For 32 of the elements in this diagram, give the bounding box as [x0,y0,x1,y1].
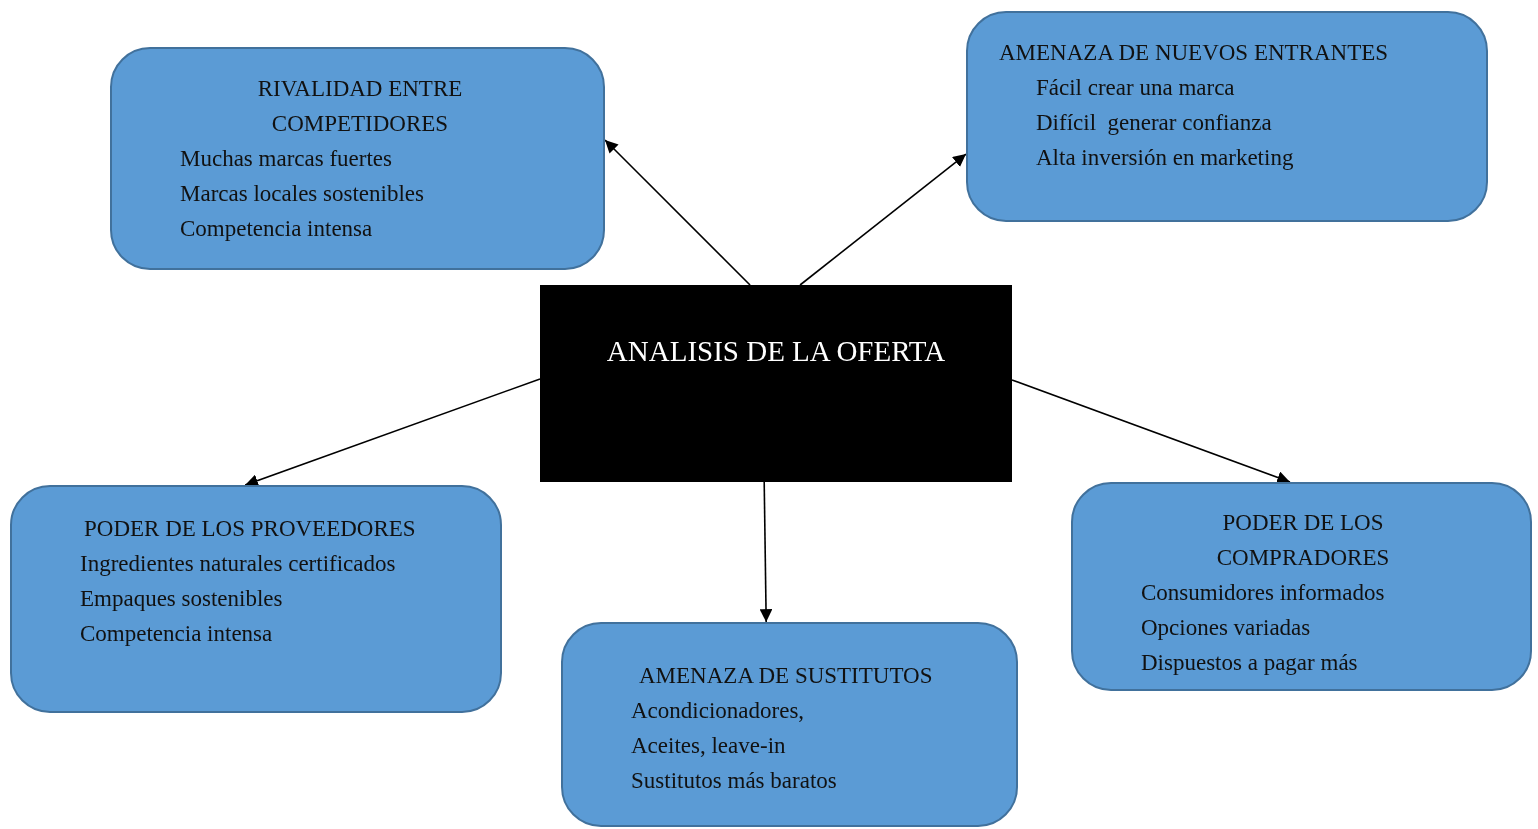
heading: AMENAZA DE SUSTITUTOS [639,662,934,690]
list-item: Consumidores informados [1141,579,1386,607]
rounded-box [1071,482,1532,691]
list-item: Ingredientes naturales certificados [80,550,397,578]
heading: AMENAZA DE NUEVOS ENTRANTES [999,39,1390,67]
rounded-box [966,11,1488,222]
list-item: Marcas locales sostenibles [180,180,425,208]
arrow [759,481,773,623]
heading: PODER DE LOS PROVEEDORES [84,515,417,543]
list-item: Acondicionadores, [631,697,806,725]
list-item: Competencia intensa [180,215,374,243]
heading: ANALISIS DE LA OFERTA [605,335,947,368]
list-item: Empaques sostenibles [80,585,284,613]
arrow [604,139,751,286]
heading: PODER DE LOS COMPRADORES [1215,509,1391,572]
list-item: Muchas marcas fuertes [180,145,394,173]
list-item: Fácil crear una marca [1036,74,1236,102]
list-item: Competencia intensa [80,620,274,648]
title-box [540,285,1012,482]
arrow [244,378,541,487]
heading: RIVALIDAD ENTRE COMPETIDORES [256,75,464,138]
rounded-box [10,485,502,713]
rounded-box [110,47,605,270]
list-item: Opciones variadas [1141,614,1312,642]
list-item: Difícil generar confianza [1036,109,1273,137]
arrow [799,153,967,286]
rounded-box [561,622,1018,827]
arrow [1011,379,1291,484]
list-item: Sustitutos más baratos [631,767,838,795]
list-item: Alta inversión en marketing [1036,144,1295,172]
list-item: Aceites, leave-in [631,732,787,760]
list-item: Dispuestos a pagar más [1141,649,1359,677]
